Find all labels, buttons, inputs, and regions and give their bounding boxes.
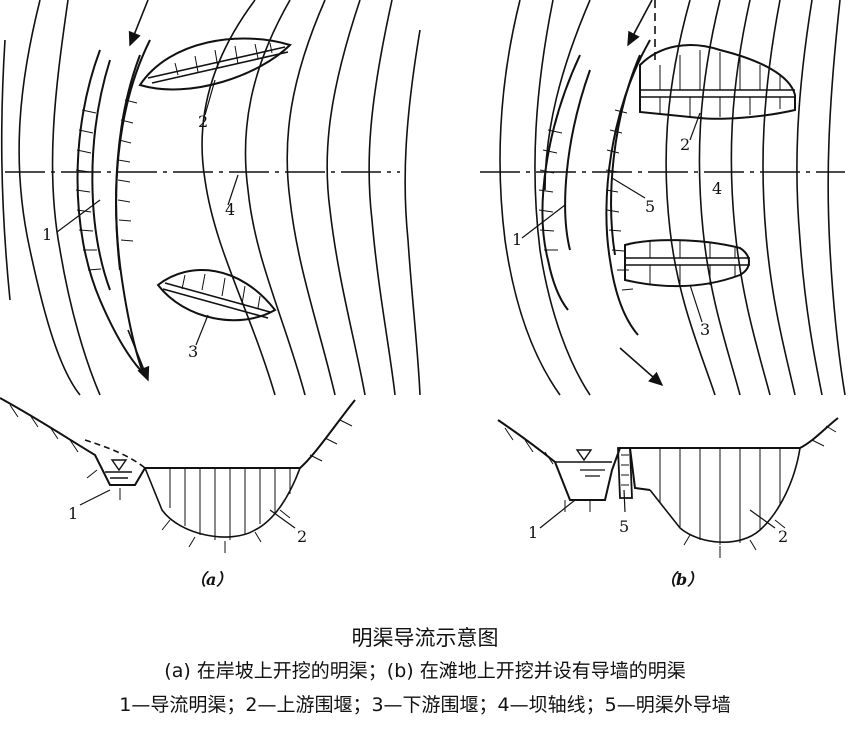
panel-b-section-label-5: 5 — [619, 517, 629, 536]
open-channel-diversion-figure: 1 2 4 3 1 2 （a） — [0, 0, 846, 589]
panel-b-contours-right — [665, 0, 846, 396]
panel-b-contours-left — [499, 0, 591, 396]
panel-b-plan-label-4: 4 — [712, 179, 722, 198]
caption-line-legend: 1—导流明渠；2—上游围堰；3—下游围堰；4—坝轴线；5—明渠外导墙 — [119, 694, 731, 716]
panel-a-label: （a） — [190, 570, 232, 589]
panel-b-section-label-1: 1 — [528, 523, 538, 542]
panel-b-section — [497, 417, 839, 558]
panel-a-downstream-cofferdam — [156, 269, 277, 322]
panel-a-flow-arrow-top — [128, 0, 149, 47]
panel-a-plan-label-4: 4 — [225, 200, 235, 219]
panel-b-guide-wall — [605, 39, 651, 336]
panel-b-section-label-2: 2 — [778, 527, 788, 546]
panel-b-label: （b） — [660, 570, 703, 589]
caption-line-panels: (a) 在岸坡上开挖的明渠；(b) 在滩地上开挖并设有导墙的明渠 — [164, 660, 686, 682]
panel-a-plan-label-2: 2 — [198, 112, 208, 131]
figure-title: 明渠导流示意图 — [351, 626, 499, 650]
panel-a-diversion-channel — [75, 39, 151, 376]
panel-a-contours-left — [0, 0, 101, 396]
panel-b-plan — [480, 0, 846, 396]
panel-a-contours-right — [201, 0, 421, 396]
panel-b-plan-label-1: 1 — [512, 230, 522, 249]
panel-a-plan — [0, 0, 421, 396]
panel-b-downstream-cofferdam — [624, 239, 750, 288]
panel-b-upstream-cofferdam — [639, 44, 796, 120]
panel-b-flow-arrow-top — [627, 0, 653, 47]
panel-b-flow-arrow-bottom — [619, 347, 664, 387]
panel-b-plan-label-5: 5 — [645, 197, 655, 216]
panel-a-plan-label-3: 3 — [188, 342, 198, 361]
panel-a-plan-label-1: 1 — [42, 225, 52, 244]
panel-b-plan-label-3: 3 — [700, 320, 710, 339]
panel-a-section-label-2: 2 — [297, 527, 307, 546]
panel-a-upstream-cofferdam — [138, 37, 292, 91]
panel-b-plan-label-2: 2 — [680, 135, 690, 154]
panel-b-diversion-channel — [538, 54, 591, 311]
panel-a-section — [0, 397, 356, 553]
panel-a-flow-arrow-bottom — [127, 329, 150, 382]
panel-a-section-label-1: 1 — [68, 504, 78, 523]
